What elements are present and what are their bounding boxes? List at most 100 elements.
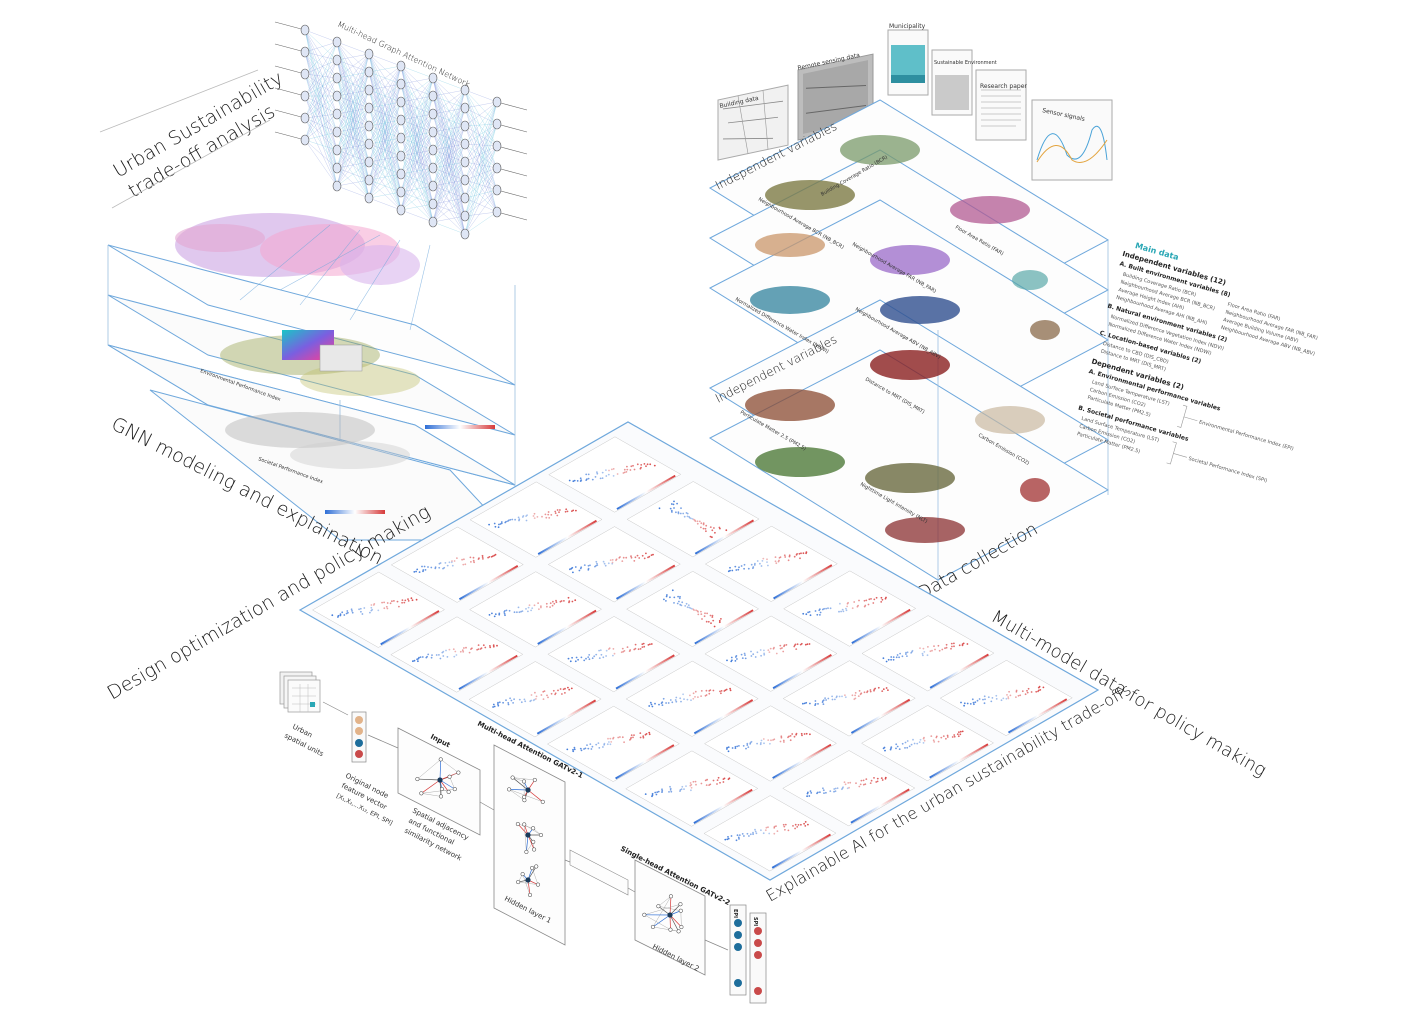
scatter-point	[583, 748, 585, 750]
scatter-point	[526, 514, 528, 517]
scatter-point	[572, 509, 575, 512]
scatter-point	[649, 643, 651, 646]
scatter-point	[895, 656, 898, 659]
scatter-point	[831, 698, 834, 701]
scatter-point	[424, 569, 427, 571]
scatter-point	[403, 601, 406, 604]
scatter-point	[505, 699, 507, 702]
scatter-point	[623, 468, 626, 471]
scatter-point	[556, 509, 559, 511]
scatter-point	[638, 557, 641, 559]
scatter-point	[825, 607, 827, 610]
scatter-point	[586, 478, 588, 480]
scatter-point	[884, 776, 887, 779]
scatter-point	[602, 560, 605, 563]
scatter-point	[783, 554, 786, 557]
xai-scatter-plot	[782, 750, 916, 827]
nn-node	[332, 144, 342, 156]
scatter-point	[796, 553, 798, 555]
scatter-point	[443, 566, 446, 569]
scatter-point	[534, 691, 536, 694]
scatter-point	[566, 510, 569, 513]
scatter-point	[694, 690, 697, 693]
scatter-point	[491, 612, 493, 615]
graph-node	[535, 882, 541, 887]
nn-node	[428, 216, 438, 228]
scatter-point	[658, 703, 660, 706]
scatter-point	[773, 832, 776, 835]
scatter-point	[693, 519, 696, 522]
scatter-point	[673, 500, 675, 503]
scatter-point	[569, 660, 572, 663]
scatter-point	[803, 702, 806, 705]
scatter-point	[851, 607, 854, 610]
scatter-point	[763, 652, 765, 655]
scatter-point	[717, 776, 720, 779]
scatter-point	[564, 692, 566, 694]
nn-node	[300, 24, 310, 36]
scatter-point	[640, 466, 642, 469]
scatter-point	[691, 607, 693, 610]
scatter-point	[600, 653, 603, 656]
scatter-point	[806, 643, 809, 646]
scatter-point	[617, 736, 620, 739]
scatter-point	[764, 829, 767, 832]
scatter-point	[752, 833, 754, 836]
scatter-point	[612, 475, 615, 477]
scatter-point	[621, 647, 624, 650]
scatter-point	[807, 823, 809, 826]
scatter-point	[549, 606, 551, 608]
scatter-point	[805, 613, 808, 616]
scatter-point	[823, 607, 825, 610]
scatter-point	[692, 697, 695, 700]
scatter-point	[568, 479, 571, 482]
scatter-point	[688, 515, 690, 518]
scatter-point	[469, 556, 472, 559]
scatter-point	[950, 642, 953, 645]
scatter-point	[571, 656, 573, 659]
scatter-point	[873, 598, 876, 601]
scatter-point	[822, 787, 824, 790]
scatter-point	[858, 599, 860, 602]
scatter-point	[583, 659, 586, 662]
scatter-point	[569, 568, 571, 571]
graph-node	[532, 777, 537, 783]
scatter-point	[679, 789, 682, 791]
scatter-point	[478, 557, 480, 559]
scatter-point	[578, 569, 581, 572]
scatter-point	[611, 562, 614, 565]
scatter-point	[587, 477, 590, 480]
scatter-point	[696, 522, 699, 525]
scatter-point	[603, 742, 606, 745]
scatter-point	[983, 695, 986, 698]
scatter-point	[899, 652, 901, 655]
nn-node	[492, 162, 502, 174]
scatter-point	[649, 701, 652, 704]
scatter-point	[573, 479, 576, 482]
scatter-point	[940, 736, 943, 739]
nn-node	[300, 134, 310, 146]
graph-node	[650, 924, 655, 929]
scatter-point	[676, 502, 678, 505]
scatter-point	[908, 745, 911, 748]
scatter-point	[932, 739, 935, 742]
scatter-point	[451, 564, 454, 567]
scatter-point	[383, 607, 386, 610]
scatter-point	[875, 596, 878, 599]
out-spi: SPI	[752, 917, 758, 926]
scatter-point	[360, 610, 362, 613]
graph-node	[522, 822, 527, 827]
scatter-point	[789, 739, 792, 742]
scatter-point	[800, 642, 803, 645]
scatter-point	[687, 604, 690, 607]
scatter-point	[730, 656, 733, 659]
scatter-point	[804, 821, 807, 823]
nn-node	[492, 184, 502, 196]
nn-node	[396, 96, 406, 108]
scatter-point	[686, 698, 689, 701]
scatter-point	[591, 478, 594, 481]
scatter-point	[695, 783, 697, 786]
nn-node	[364, 174, 374, 186]
scatter-point	[754, 562, 756, 565]
scatter-point	[481, 554, 484, 557]
